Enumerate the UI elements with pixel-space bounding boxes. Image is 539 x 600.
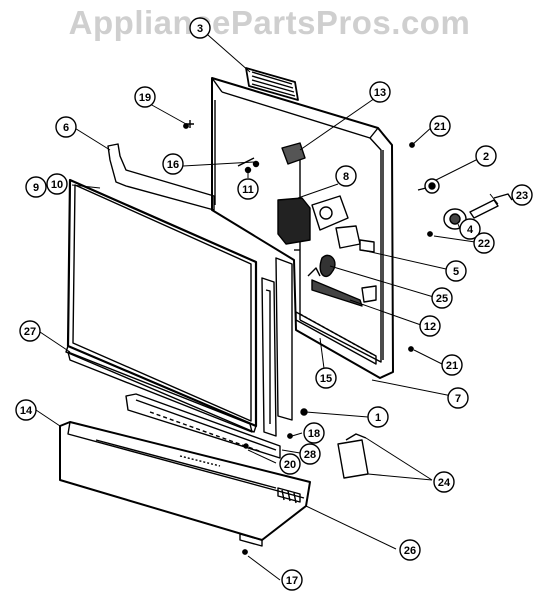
callout-24: 24 <box>433 471 455 493</box>
svg-text:19: 19 <box>139 92 151 104</box>
arm-assembly <box>281 142 377 307</box>
callout-25: 25 <box>431 287 453 309</box>
callout-8: 8 <box>335 165 357 187</box>
svg-text:13: 13 <box>374 87 386 99</box>
callout-3: 3 <box>189 17 211 39</box>
svg-text:27: 27 <box>24 326 36 338</box>
callout-23: 23 <box>511 184 533 206</box>
callout-7: 7 <box>447 387 469 409</box>
side-channel <box>261 257 293 437</box>
svg-text:20: 20 <box>284 459 296 471</box>
svg-text:28: 28 <box>304 449 316 461</box>
leader-lines <box>35 27 499 581</box>
callout-2: 2 <box>475 145 497 167</box>
trim-strip-part-27 <box>67 351 253 433</box>
callout-6: 6 <box>55 116 77 138</box>
bottom-trim-part-15 <box>295 311 377 365</box>
callout-12: 12 <box>419 315 441 337</box>
callouts: 3 19 13 6 21 16 2 11 8 9 10 23 4 22 5 25… <box>15 17 533 591</box>
svg-text:22: 22 <box>478 238 490 250</box>
svg-text:24: 24 <box>438 477 451 489</box>
svg-text:8: 8 <box>343 171 349 183</box>
callout-10: 10 <box>46 173 68 195</box>
svg-text:21: 21 <box>446 360 458 372</box>
svg-text:9: 9 <box>33 182 39 194</box>
svg-text:23: 23 <box>516 190 528 202</box>
callout-20: 20 <box>279 453 301 475</box>
callout-28: 28 <box>299 443 321 465</box>
callout-15: 15 <box>315 367 337 389</box>
callout-21-bottom: 21 <box>441 354 463 376</box>
svg-text:14: 14 <box>20 405 33 417</box>
callout-26: 26 <box>399 539 421 561</box>
plate-part-24 <box>337 433 369 479</box>
svg-text:15: 15 <box>320 373 332 385</box>
toe-kick-bracket <box>125 393 281 459</box>
callout-11: 11 <box>237 178 259 200</box>
callout-9: 9 <box>25 176 47 198</box>
svg-text:25: 25 <box>436 293 448 305</box>
svg-text:11: 11 <box>242 184 254 196</box>
svg-text:7: 7 <box>455 393 461 405</box>
watermark-text: AppliancePartsPros.com <box>68 4 471 41</box>
svg-text:3: 3 <box>197 23 203 35</box>
svg-text:5: 5 <box>453 266 459 278</box>
callout-4: 4 <box>459 218 481 240</box>
callout-21-top: 21 <box>429 115 451 137</box>
svg-text:10: 10 <box>51 179 63 191</box>
callout-13: 13 <box>369 81 391 103</box>
access-panel-part-14-26 <box>59 421 311 547</box>
vent-part-3 <box>245 67 299 101</box>
callout-19: 19 <box>134 86 156 108</box>
dispenser-part-8 <box>277 195 361 249</box>
callout-27: 27 <box>19 320 41 342</box>
svg-text:18: 18 <box>308 428 320 440</box>
front-panel-part-9-10 <box>65 178 258 433</box>
knob-part-2 <box>417 178 440 194</box>
latch-part-4 <box>443 208 467 230</box>
callout-14: 14 <box>15 399 37 421</box>
svg-text:21: 21 <box>434 121 446 133</box>
svg-text:26: 26 <box>404 545 416 557</box>
callout-16: 16 <box>162 153 184 175</box>
callout-1: 1 <box>367 406 389 428</box>
svg-text:17: 17 <box>286 575 298 587</box>
svg-text:6: 6 <box>63 122 69 134</box>
svg-text:12: 12 <box>424 321 436 333</box>
callout-5: 5 <box>445 260 467 282</box>
callout-18: 18 <box>303 422 325 444</box>
handle-part-23 <box>469 193 513 219</box>
svg-text:16: 16 <box>167 159 179 171</box>
panel-bracket-part-6 <box>107 143 215 211</box>
svg-text:1: 1 <box>375 412 381 424</box>
callout-17: 17 <box>281 569 303 591</box>
callout-22: 22 <box>473 232 495 254</box>
svg-text:2: 2 <box>483 151 489 163</box>
svg-text:4: 4 <box>467 224 474 236</box>
